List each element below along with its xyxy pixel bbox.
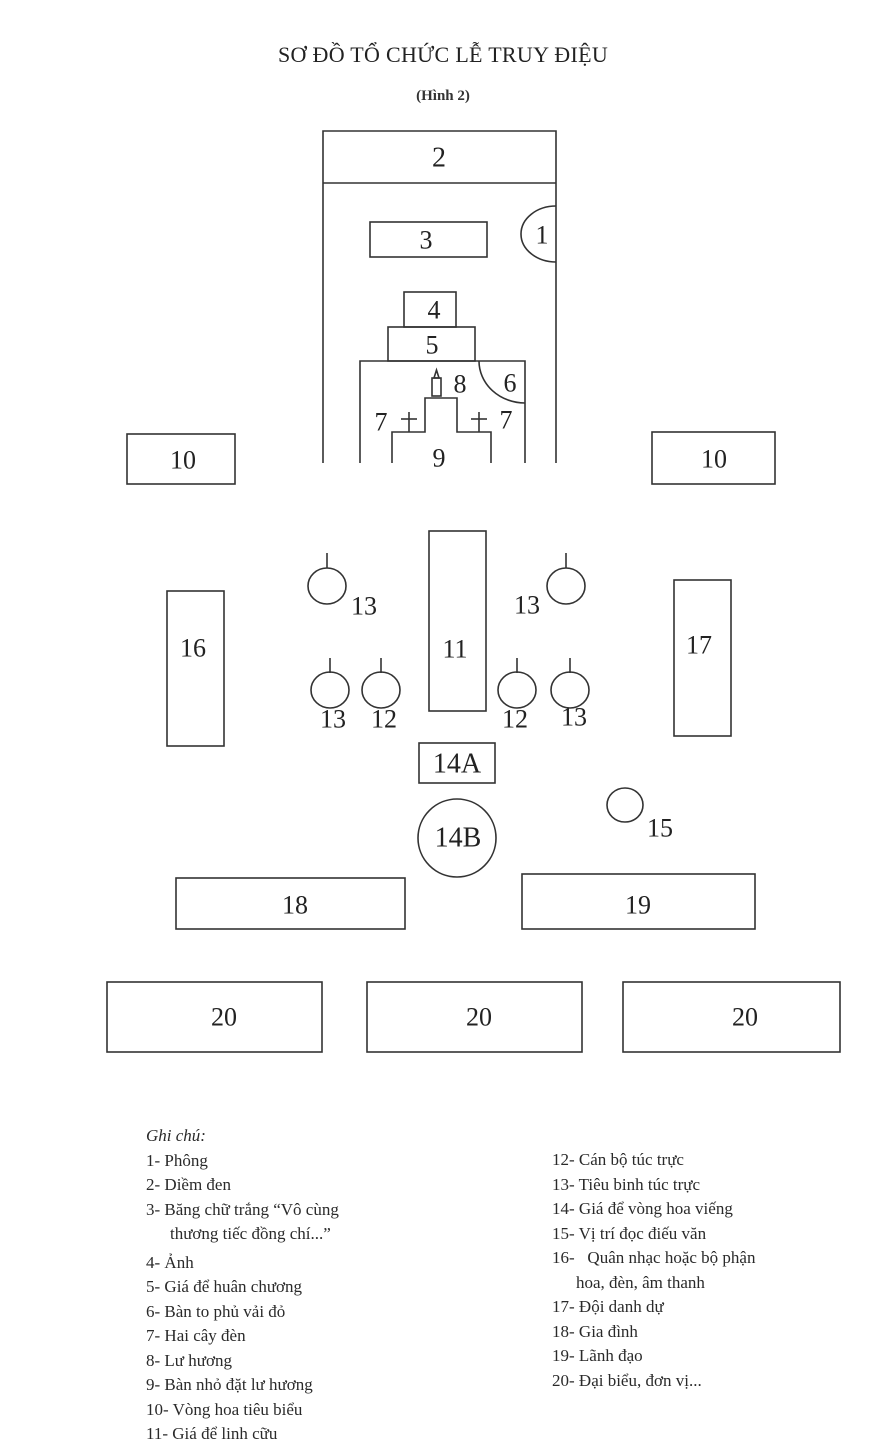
legend-item: 3- Băng chữ trắng “Vô cùng (146, 1199, 339, 1219)
wreath-stand-a (418, 742, 496, 784)
label-lamp-right: 7 (500, 406, 513, 435)
honor-guard-team (673, 579, 732, 737)
legend-item: 6- Bàn to phủ vải đỏ (146, 1301, 286, 1321)
legend-item: 15- Vị trí đọc điếu văn (552, 1223, 707, 1243)
small-incense-table (391, 397, 492, 463)
guard-icon (546, 553, 586, 605)
label-medal-stand: 5 (426, 331, 439, 360)
legend-right-column: 12- Cán bộ túc trực 13- Tiêu binh túc tr… (552, 1148, 755, 1393)
label-banner: 3 (420, 226, 433, 255)
label-honor-guard-team: 17 (686, 631, 712, 660)
label-delegates-center: 20 (466, 1003, 492, 1032)
label-honor-guard-1: 13 (351, 592, 377, 621)
large-table (359, 360, 526, 463)
label-military-band: 16 (180, 634, 206, 663)
coffin-stand (428, 530, 487, 712)
legend-item: 16- Quân nhạc hoặc bộ phận (552, 1248, 756, 1267)
backdrop-marker (520, 205, 557, 263)
lamp-icon (471, 412, 487, 432)
label-portrait: 4 (428, 296, 441, 325)
legend-item: 20- Đại biểu, đơn vị... (552, 1370, 702, 1390)
label-incense-burner: 8 (454, 370, 467, 399)
guard-icon (361, 658, 401, 709)
guard-icon (497, 658, 537, 709)
legend-item: 4- Ảnh (146, 1252, 194, 1272)
legend-item: 1- Phông (146, 1150, 208, 1170)
label-large-table: 6 (504, 369, 517, 398)
family-area (175, 877, 406, 930)
label-small-table: 9 (433, 444, 446, 473)
legend-item: 13- Tiêu binh túc trực (552, 1174, 701, 1194)
label-duty-officer-2: 12 (502, 705, 528, 734)
featured-wreath-left (126, 433, 236, 485)
legend-item: 8- Lư hương (146, 1350, 232, 1370)
legend-item: 10- Vòng hoa tiêu biểu (146, 1399, 303, 1419)
large-table-corner (478, 360, 526, 404)
diagram-title: SƠ ĐỒ TỔ CHỨC LỄ TRUY ĐIỆU (277, 42, 609, 67)
layout-diagram: 2 1 3 4 5 6 9 8 (106, 130, 841, 1053)
legend-item: 2- Diềm đen (146, 1175, 231, 1194)
white-text-banner (369, 221, 488, 258)
legend-item: 19- Lãnh đạo (552, 1346, 643, 1365)
label-wreath-right: 10 (701, 445, 727, 474)
legend-item: 5- Giá để huân chương (146, 1277, 303, 1296)
featured-wreath-right (651, 431, 776, 485)
label-eulogy-position: 15 (647, 814, 673, 843)
guard-icon (550, 658, 590, 709)
label-honor-guard-3: 13 (320, 705, 346, 734)
label-wreath-stand-b: 14B (435, 823, 482, 854)
label-lamp-left: 7 (375, 408, 388, 437)
label-wreath-stand-a: 14A (433, 749, 482, 780)
incense-burner-icon (431, 367, 442, 397)
wreath-stand-b (417, 798, 497, 878)
legend-item-continuation: thương tiếc đồng chí...” (170, 1224, 331, 1243)
legend-item: 9- Bàn nhỏ đặt lư hương (146, 1375, 313, 1394)
label-black-border: 2 (432, 143, 446, 174)
legend-item: 14- Giá để vòng hoa viếng (552, 1199, 733, 1218)
label-duty-officer-1: 12 (371, 705, 397, 734)
legend-left-column: Ghi chú: 1- Phông 2- Diềm đen 3- Băng ch… (146, 1124, 339, 1447)
stage-outline (322, 130, 557, 463)
legend-item: 11- Giá để linh cữu (146, 1424, 278, 1443)
delegates-area-right (622, 981, 841, 1053)
legend-item-continuation: hoa, đèn, âm thanh (576, 1272, 705, 1292)
label-backdrop: 1 (536, 221, 549, 250)
leadership-area (521, 873, 756, 930)
label-delegates-left: 20 (211, 1003, 237, 1032)
delegates-area-left (106, 981, 323, 1053)
stage-area: 2 1 3 4 5 6 9 8 (322, 130, 557, 473)
label-coffin-stand: 11 (442, 635, 467, 664)
guard-icon (310, 658, 350, 709)
label-leadership: 19 (625, 891, 651, 920)
label-wreath-left: 10 (170, 446, 196, 475)
guard-icon (307, 553, 347, 605)
eulogy-position (606, 787, 644, 823)
lamp-icon (401, 412, 417, 432)
legend-item: 17- Đội danh dự (552, 1297, 664, 1316)
delegates-area-center (366, 981, 583, 1053)
label-family: 18 (282, 891, 308, 920)
label-honor-guard-4: 13 (561, 703, 587, 732)
military-band-area (166, 590, 225, 747)
legend-heading: Ghi chú: (146, 1126, 206, 1145)
legend-item: 12- Cán bộ túc trực (552, 1150, 684, 1169)
label-honor-guard-2: 13 (514, 591, 540, 620)
diagram-subtitle: (Hình 2) (416, 88, 470, 104)
legend-item: 7- Hai cây đèn (146, 1326, 246, 1345)
label-delegates-right: 20 (732, 1003, 758, 1032)
legend-item: 18- Gia đình (552, 1321, 638, 1341)
